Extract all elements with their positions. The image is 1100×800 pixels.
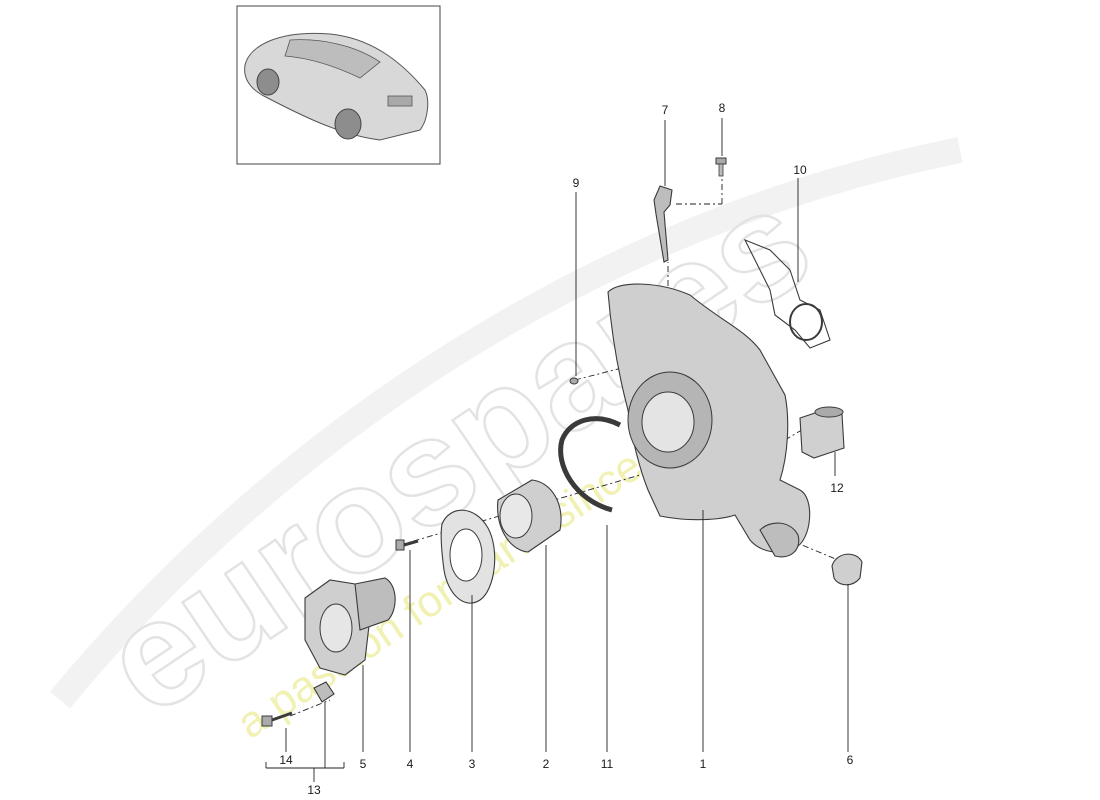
callout-4[interactable]: 4 <box>407 757 414 771</box>
callout-5[interactable]: 5 <box>360 757 367 771</box>
part-wheel-carrier <box>607 283 811 558</box>
callout-12[interactable]: 12 <box>830 481 844 495</box>
callout-2[interactable]: 2 <box>543 757 550 771</box>
callout-9[interactable]: 9 <box>573 176 580 190</box>
part-screw <box>715 157 727 177</box>
callout-6[interactable]: 6 <box>847 753 854 767</box>
callout-1[interactable]: 1 <box>700 757 707 771</box>
leader-lines <box>265 118 849 782</box>
callout-8[interactable]: 8 <box>719 101 726 115</box>
part-pin <box>569 377 579 385</box>
callout-13[interactable]: 13 <box>307 783 321 797</box>
part-speed-sensor <box>653 185 673 263</box>
car-inset <box>236 5 441 165</box>
callout-10[interactable]: 10 <box>793 163 807 177</box>
callout-3[interactable]: 3 <box>469 757 476 771</box>
part-wheel-bolt <box>261 681 335 727</box>
part-wheel-hub <box>304 577 396 676</box>
part-bracket <box>743 238 831 349</box>
part-cover-plate <box>440 509 496 604</box>
part-bolt <box>395 539 419 551</box>
callout-11[interactable]: 11 <box>601 757 614 771</box>
part-sleeve <box>799 406 845 459</box>
callout-labels: 1 2 3 4 5 6 7 8 9 10 11 12 13 14 <box>279 101 853 797</box>
part-snap-ring <box>558 416 622 513</box>
callout-14[interactable]: 14 <box>279 753 293 767</box>
part-wheel-bearing <box>497 479 562 553</box>
car-icon <box>244 32 429 141</box>
callout-7[interactable]: 7 <box>662 103 669 117</box>
part-bushing <box>831 553 863 586</box>
